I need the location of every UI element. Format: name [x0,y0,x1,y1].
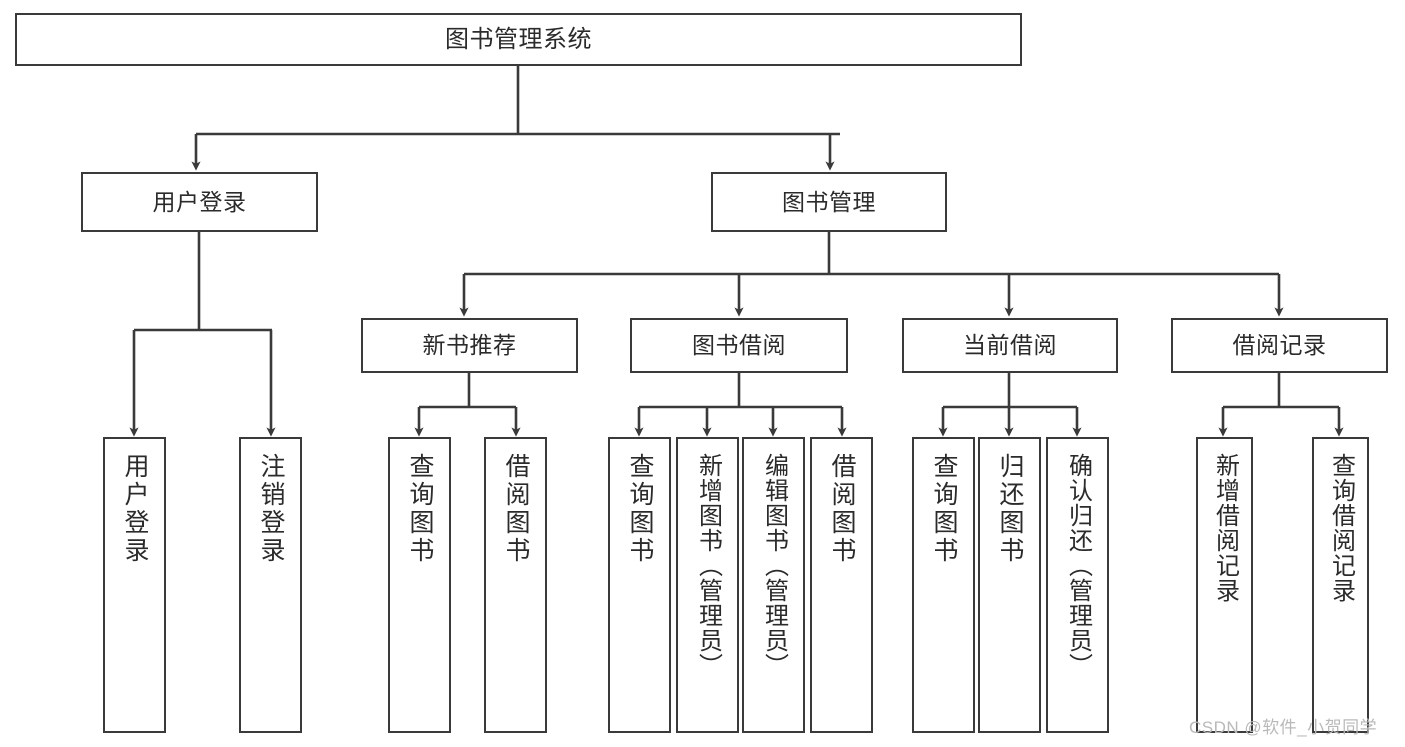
node-label: 借阅记录 [1232,332,1327,359]
leaf-user-login-logout[interactable]: 注销登录 [239,437,302,733]
leaf-book-borrow-borrow-book[interactable]: 借阅图书 [810,437,873,733]
node-root-book-management-system[interactable]: 图书管理系统 [15,13,1022,66]
leaf-current-borrow-query-book[interactable]: 查询图书 [912,437,975,733]
leaf-borrow-record-add-record[interactable]: 新增借阅记录 [1196,437,1253,733]
node-borrow-record[interactable]: 借阅记录 [1171,318,1388,373]
node-label: 归还图书 [996,453,1024,565]
node-label: 确认归还（管理员） [1064,453,1092,678]
node-label: 用户登录 [152,188,247,215]
node-label: 图书管理系统 [445,25,592,53]
node-label: 借阅图书 [828,453,856,565]
node-label: 查询图书 [930,453,958,565]
node-new-book-recommend[interactable]: 新书推荐 [361,318,578,373]
node-label: 新书推荐 [422,332,517,359]
node-label: 查询图书 [626,453,654,565]
leaf-user-login-login[interactable]: 用户登录 [103,437,166,733]
node-label: 查询图书 [406,453,434,565]
node-label: 新增图书（管理员） [694,453,722,678]
node-label: 注销登录 [257,453,285,565]
leaf-book-borrow-edit-book-admin[interactable]: 编辑图书（管理员） [742,437,805,733]
node-label: 当前借阅 [963,332,1057,359]
leaf-new-book-borrow-book[interactable]: 借阅图书 [484,437,547,733]
csdn-watermark: CSDN @软件_小贺同学 [1189,718,1378,737]
node-label: 图书管理 [782,188,876,215]
node-label: 图书借阅 [692,332,786,359]
leaf-new-book-query-book[interactable]: 查询图书 [388,437,451,733]
node-label: 用户登录 [121,453,149,565]
node-label: 查询借阅记录 [1327,453,1355,603]
node-label: 借阅图书 [502,453,530,565]
leaf-book-borrow-add-book-admin[interactable]: 新增图书（管理员） [676,437,739,733]
node-user-login[interactable]: 用户登录 [81,172,318,232]
node-label: 新增借阅记录 [1211,453,1239,603]
node-book-borrow[interactable]: 图书借阅 [630,318,848,373]
node-book-management[interactable]: 图书管理 [711,172,947,232]
leaf-book-borrow-query-book[interactable]: 查询图书 [608,437,671,733]
leaf-current-borrow-confirm-return-admin[interactable]: 确认归还（管理员） [1046,437,1109,733]
leaf-current-borrow-return-book[interactable]: 归还图书 [978,437,1041,733]
node-current-borrow[interactable]: 当前借阅 [902,318,1118,373]
leaf-borrow-record-query-record[interactable]: 查询借阅记录 [1312,437,1369,733]
node-label: 编辑图书（管理员） [760,453,788,678]
